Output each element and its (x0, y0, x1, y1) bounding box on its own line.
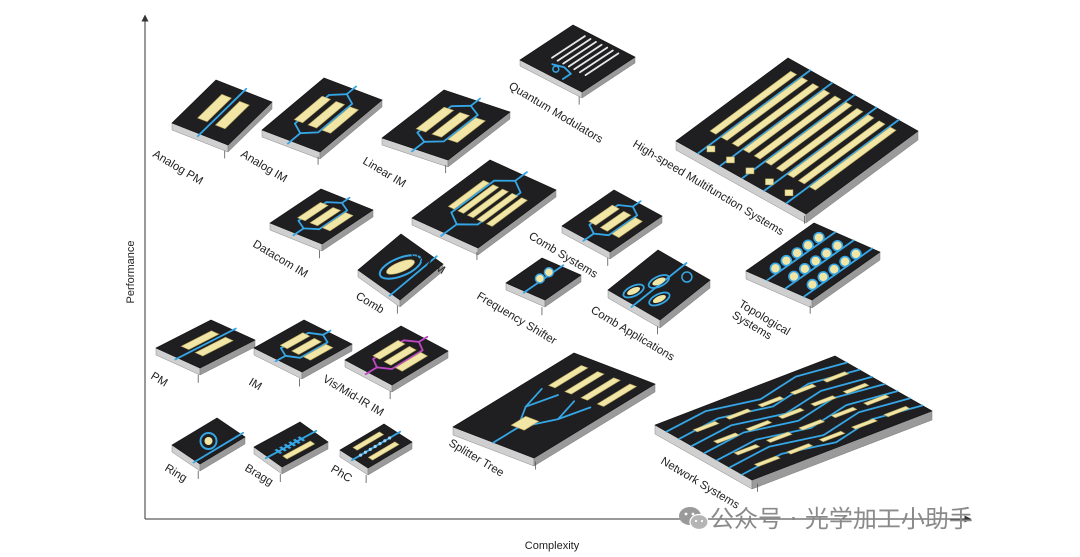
device-chips (155, 24, 933, 490)
chip-topological-systems (745, 222, 881, 309)
axes: Complexity Performance (125, 14, 972, 552)
label-ring: Ring (162, 462, 188, 484)
watermark-text: 公众号 · 光学加工小助手 (710, 505, 973, 533)
chip-analog-pm (171, 79, 273, 153)
chip-comb-systems (561, 189, 663, 260)
label-topological-systems: TopologicalSystems (730, 298, 792, 349)
chip-high-speed-multifunction (675, 57, 919, 224)
chip-linear-im (381, 89, 511, 168)
label-linear-im: Linear IM (360, 155, 407, 190)
y-axis-title: Performance (125, 241, 137, 304)
x-axis-title: Complexity (525, 540, 580, 552)
label-bragg: Bragg (242, 462, 274, 488)
label-pm: PM (148, 370, 169, 389)
chip-ring (171, 417, 246, 472)
wechat-icon (679, 507, 709, 531)
label-datacom-im: Datacom IM (250, 238, 309, 280)
chip-telecom-im (411, 159, 557, 256)
label-analog-pm: Analog PM (150, 148, 204, 187)
chip-im (253, 319, 353, 380)
chip-splitter-tree (452, 352, 656, 467)
label-comb: Comb (353, 290, 385, 316)
chip-phc (339, 423, 413, 476)
chip-analog-im (261, 77, 383, 160)
chip-datacom-im (269, 188, 374, 252)
watermark: 公众号 · 光学加工小助手 (679, 505, 973, 533)
chip-quantum-modulators (519, 24, 636, 99)
chip-comb-applications (607, 249, 711, 329)
label-im: IM (246, 376, 263, 393)
label-analog-im: Analog IM (238, 148, 289, 185)
chip-vis-mid-ir-im (344, 325, 449, 393)
chip-bragg (253, 421, 329, 475)
chip-pm (155, 319, 256, 376)
chip-frequency-shifter (505, 257, 582, 308)
label-phc: PhC (328, 463, 353, 485)
chip-network-systems (654, 355, 933, 490)
chip-comb (357, 233, 444, 308)
